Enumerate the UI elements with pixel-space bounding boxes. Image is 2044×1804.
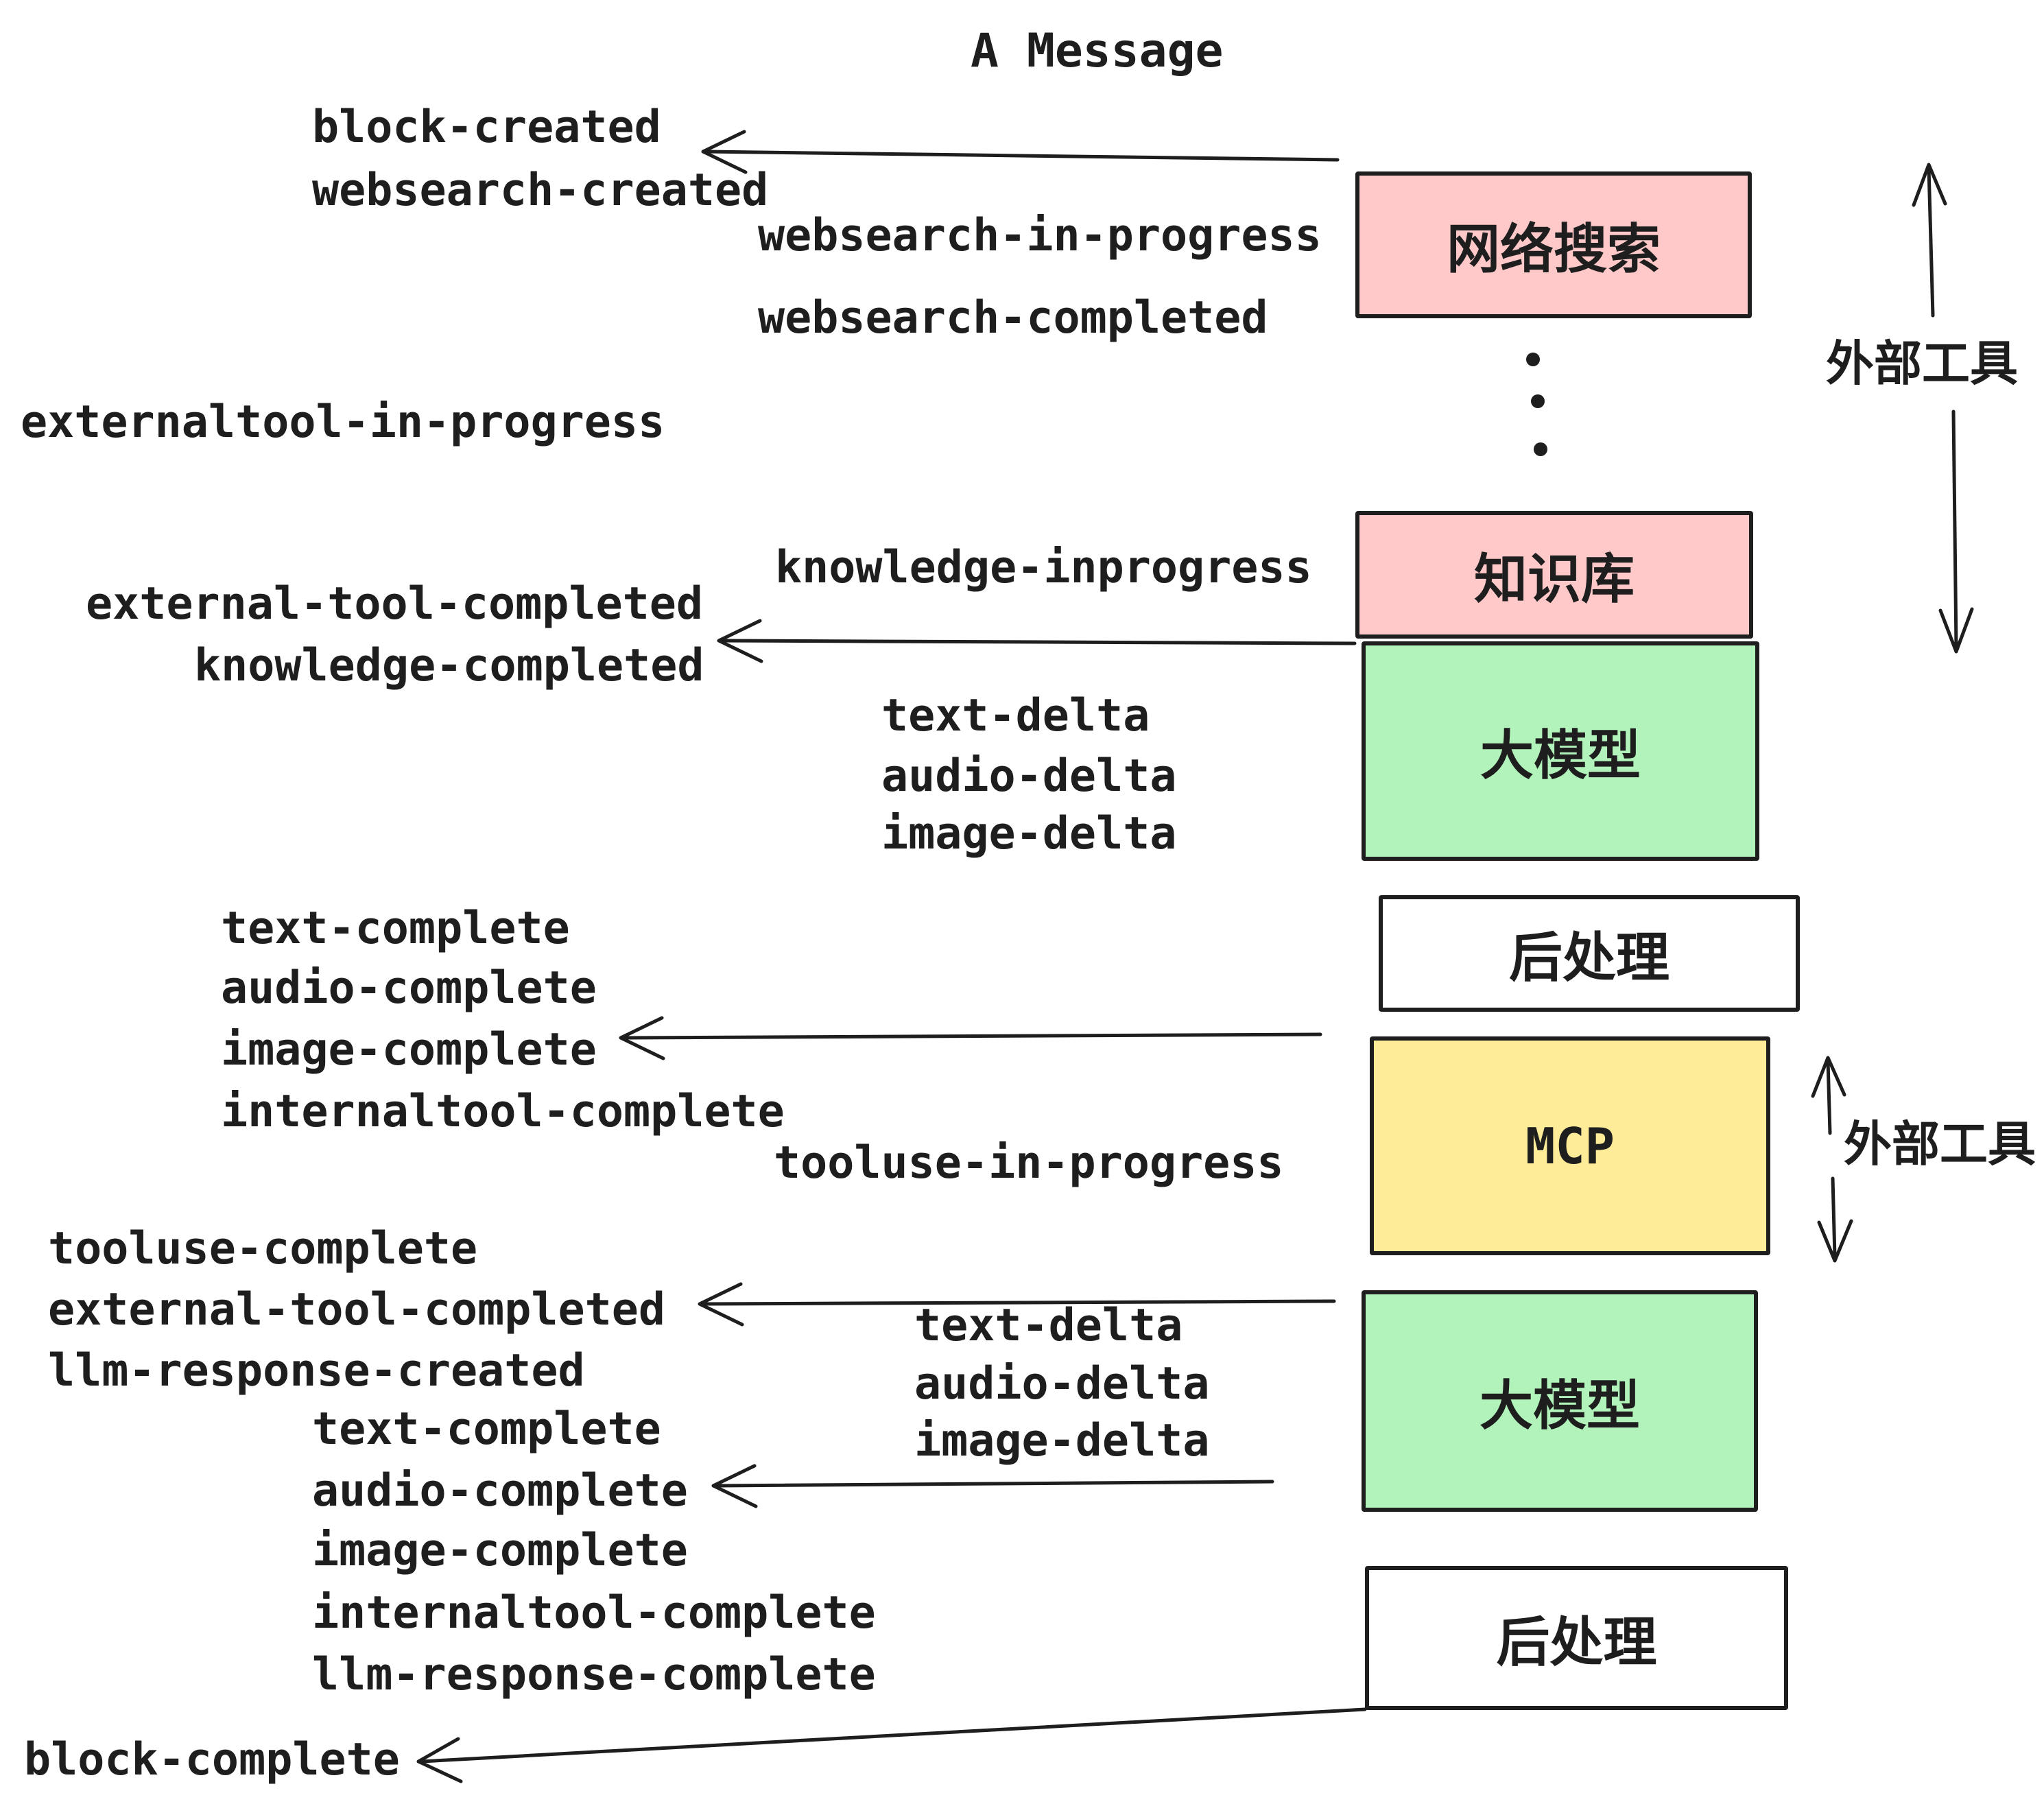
event-label-knowledge-inprogress: knowledge-inprogress — [775, 542, 1312, 593]
knowledge-box: 知识库 — [1355, 511, 1753, 639]
diagram-title: A Message — [971, 24, 1224, 78]
mcp-box: MCP — [1370, 1036, 1770, 1255]
event-label-image-complete: image-complete — [221, 1024, 597, 1076]
external-tools-arrow-top — [1912, 163, 1974, 654]
event-label-knowledge-completed: knowledge-completed — [194, 640, 704, 691]
arrow-internal-complete — [619, 1016, 1322, 1060]
event-label-llm-response-complete: llm-response-complete — [312, 1649, 876, 1700]
event-label-image-delta: image-delta — [881, 808, 1177, 859]
arrow-websearch-created — [701, 130, 1340, 174]
llm-box-2-label: 大模型 — [1479, 1375, 1640, 1437]
event-label-audio-delta: audio-delta — [881, 750, 1177, 802]
arrow-audio-complete — [711, 1464, 1274, 1508]
llm-box-1-label: 大模型 — [1479, 725, 1641, 787]
external-tools-label-mcp: 外部工具 — [1844, 1116, 2036, 1172]
arrow-block-complete — [416, 1707, 1367, 1783]
mcp-box-label: MCP — [1525, 1117, 1615, 1175]
llm-box-2: 大模型 — [1362, 1290, 1758, 1512]
llm-box-1: 大模型 — [1362, 641, 1759, 861]
event-label-tooluse-complete: tooluse-complete — [48, 1223, 478, 1274]
websearch-box-label: 网络搜索 — [1446, 219, 1661, 281]
event-label-external-tool-completed: external-tool-completed — [86, 578, 704, 630]
ellipsis-dots — [1526, 353, 1547, 456]
post-process-box-2-label: 后处理 — [1496, 1612, 1657, 1674]
knowledge-box-label: 知识库 — [1473, 549, 1635, 610]
websearch-box: 网络搜索 — [1355, 171, 1752, 318]
event-label-internaltool-complete-2: internaltool-complete — [312, 1587, 876, 1639]
arrow-knowledge-completed — [717, 619, 1357, 663]
event-label-audio-complete-2: audio-complete — [312, 1465, 688, 1517]
post-process-box-1-label: 后处理 — [1508, 927, 1669, 989]
event-label-block-complete: block-complete — [24, 1734, 400, 1785]
event-label-websearch-in-progress: websearch-in-progress — [758, 210, 1322, 261]
event-label-websearch-completed: websearch-completed — [758, 292, 1268, 344]
event-label-image-complete-2: image-complete — [312, 1525, 688, 1576]
external-tools-label-top: 外部工具 — [1826, 335, 2018, 392]
event-label-text-delta-2: text-delta — [914, 1300, 1183, 1351]
event-label-external-tool-completed-2: external-tool-completed — [48, 1284, 666, 1336]
event-label-audio-complete: audio-complete — [221, 962, 597, 1014]
event-label-tooluse-in-progress: tooluse-in-progress — [774, 1137, 1284, 1189]
event-label-text-complete-2: text-complete — [312, 1403, 661, 1455]
event-label-audio-delta-2: audio-delta — [914, 1358, 1210, 1410]
event-label-llm-response-created: llm-response-created — [48, 1345, 585, 1397]
post-process-box-2: 后处理 — [1365, 1566, 1788, 1710]
event-label-internaltool-complete: internaltool-complete — [221, 1086, 785, 1137]
event-label-text-complete: text-complete — [221, 903, 570, 954]
event-label-block-created: block-created — [312, 102, 661, 153]
event-label-text-delta: text-delta — [881, 690, 1150, 741]
post-process-box-1: 后处理 — [1379, 895, 1800, 1012]
event-label-websearch-created: websearch-created — [312, 165, 769, 216]
event-label-image-delta-2: image-delta — [914, 1415, 1210, 1467]
event-label-externaltool-in-progress: externaltool-in-progress — [21, 396, 665, 448]
